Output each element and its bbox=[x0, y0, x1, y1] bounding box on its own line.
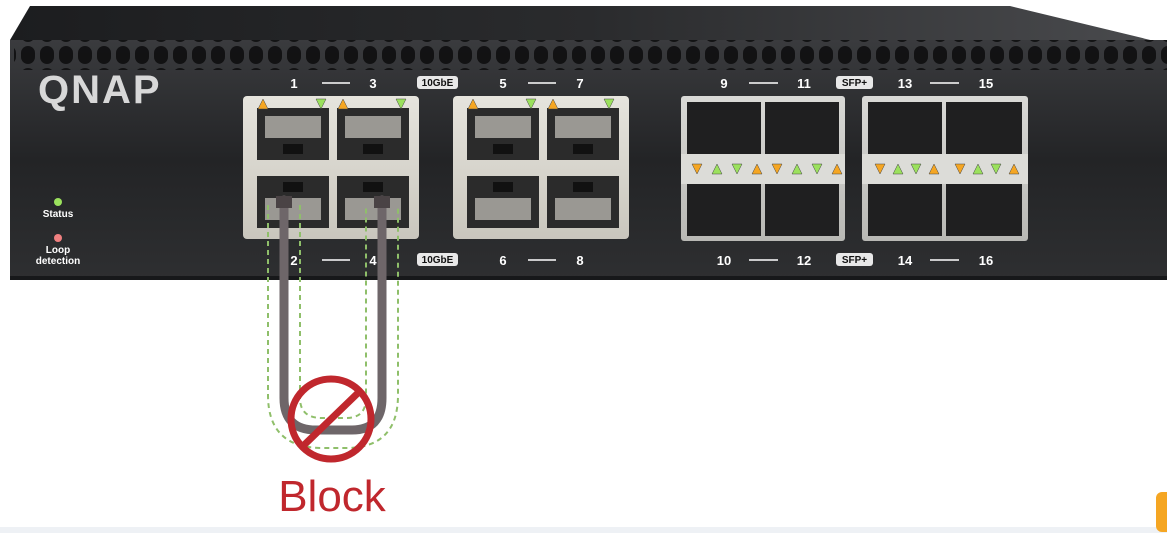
jack-latch-slot bbox=[283, 144, 303, 154]
led-down-indicator bbox=[771, 163, 783, 175]
led-down-indicator bbox=[395, 98, 407, 110]
loop-led bbox=[54, 234, 62, 242]
jack-latch-slot bbox=[283, 182, 303, 192]
badge-sfp-top bbox=[836, 76, 873, 89]
led-down-indicator bbox=[954, 163, 966, 175]
port-label-11: 11 bbox=[797, 76, 811, 91]
jack-latch-slot bbox=[493, 144, 513, 154]
corner-tab[interactable] bbox=[1156, 492, 1167, 532]
led-down-indicator bbox=[990, 163, 1002, 175]
port-label-13: 13 bbox=[898, 76, 912, 91]
port-label-2: 2 bbox=[290, 253, 297, 268]
led-down-indicator bbox=[910, 163, 922, 175]
led-up-indicator bbox=[972, 163, 984, 175]
led-up-indicator bbox=[711, 163, 723, 175]
led-up-indicator bbox=[1008, 163, 1020, 175]
badge-sfp-top-text: SFP+ bbox=[842, 78, 867, 89]
jack-contacts bbox=[345, 116, 401, 138]
led-up-indicator bbox=[791, 163, 803, 175]
led-down-indicator bbox=[525, 98, 537, 110]
loop-label-line2: detection bbox=[36, 256, 80, 267]
led-down-indicator bbox=[874, 163, 886, 175]
led-up-indicator bbox=[831, 163, 843, 175]
port-10[interactable] bbox=[687, 184, 761, 236]
led-down-indicator bbox=[691, 163, 703, 175]
jack-contacts bbox=[265, 198, 321, 220]
led-down-indicator bbox=[811, 163, 823, 175]
jack-latch-slot bbox=[493, 182, 513, 192]
loop-cable bbox=[279, 195, 387, 435]
badge-sfp-bottom bbox=[836, 253, 873, 266]
jack-latch-slot bbox=[363, 144, 383, 154]
led-up-indicator bbox=[337, 98, 349, 110]
port-12[interactable] bbox=[765, 184, 839, 236]
loop-label-line1: Loop bbox=[46, 245, 70, 256]
port-label-7: 7 bbox=[576, 76, 583, 91]
sfp-group-a bbox=[681, 96, 845, 241]
port-label-1: 1 bbox=[290, 76, 297, 91]
port-14[interactable] bbox=[868, 184, 942, 236]
badge-10gbe-top bbox=[417, 76, 458, 89]
sfp-group-b bbox=[862, 96, 1028, 241]
port-9[interactable] bbox=[687, 102, 761, 154]
jack-contacts bbox=[475, 116, 531, 138]
ventilation-row bbox=[14, 40, 1167, 70]
led-up-indicator bbox=[928, 163, 940, 175]
brand-logo: QNAP bbox=[38, 68, 162, 112]
port-label-3: 3 bbox=[369, 76, 376, 91]
jack-contacts bbox=[555, 198, 611, 220]
jack-latch-slot bbox=[573, 144, 593, 154]
jack-latch-slot bbox=[573, 182, 593, 192]
led-down-indicator bbox=[731, 163, 743, 175]
loop-path-outline-outer bbox=[267, 205, 399, 449]
port-15[interactable] bbox=[946, 102, 1022, 154]
port-label-4: 4 bbox=[369, 253, 377, 268]
port-label-14: 14 bbox=[898, 253, 913, 268]
led-up-indicator bbox=[257, 98, 269, 110]
jack-contacts bbox=[475, 198, 531, 220]
page-bottom-strip bbox=[0, 527, 1167, 533]
port-label-9: 9 bbox=[720, 76, 727, 91]
port-label-6: 6 bbox=[499, 253, 506, 268]
port-label-15: 15 bbox=[979, 76, 993, 91]
jack-contacts bbox=[265, 116, 321, 138]
status-led bbox=[54, 198, 62, 206]
port-label-8: 8 bbox=[576, 253, 583, 268]
status-label: Status bbox=[43, 209, 74, 220]
badge-sfp-bottom-text: SFP+ bbox=[842, 255, 867, 266]
led-up-indicator bbox=[892, 163, 904, 175]
jack-latch-slot bbox=[363, 182, 383, 192]
port-16[interactable] bbox=[946, 184, 1022, 236]
port-label-10: 10 bbox=[717, 253, 731, 268]
jack-contacts bbox=[555, 116, 611, 138]
block-label: Block bbox=[278, 472, 387, 521]
badge-10gbe-bottom-text: 10GbE bbox=[422, 255, 454, 266]
led-up-indicator bbox=[547, 98, 559, 110]
led-down-indicator bbox=[603, 98, 615, 110]
led-up-indicator bbox=[751, 163, 763, 175]
badge-10gbe-top-text: 10GbE bbox=[422, 78, 454, 89]
block-prohibited-icon bbox=[287, 375, 375, 463]
port-label-5: 5 bbox=[499, 76, 506, 91]
port-label-12: 12 bbox=[797, 253, 811, 268]
port-label-16: 16 bbox=[979, 253, 993, 268]
jack-contacts bbox=[345, 198, 401, 220]
led-up-indicator bbox=[467, 98, 479, 110]
port-11[interactable] bbox=[765, 102, 839, 154]
port-13[interactable] bbox=[868, 102, 942, 154]
led-down-indicator bbox=[315, 98, 327, 110]
badge-10gbe-bottom bbox=[417, 253, 458, 266]
